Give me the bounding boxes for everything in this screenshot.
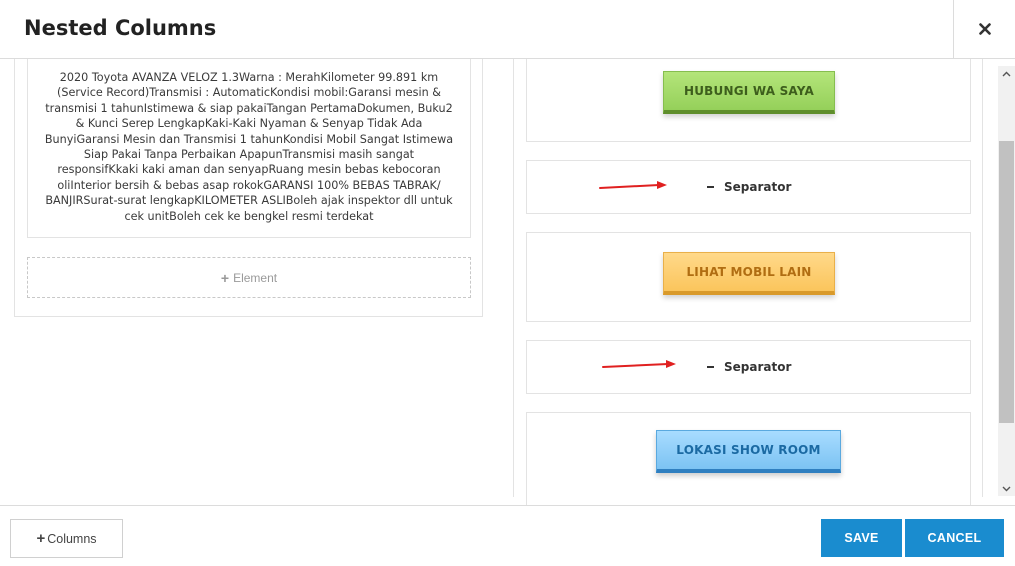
add-element-label: Element <box>233 270 278 285</box>
right-column: HUBUNGI WA SAYA Separator LIHAT MOBIL LA… <box>513 59 983 505</box>
annotation-arrow-icon <box>599 181 667 189</box>
button-element-more-cars[interactable]: LIHAT MOBIL LAIN <box>526 232 971 322</box>
whatsapp-button[interactable]: HUBUNGI WA SAYA <box>663 71 835 114</box>
plus-icon: + <box>36 530 46 547</box>
whatsapp-button-label: HUBUNGI WA SAYA <box>684 84 814 98</box>
separator-label: Separator <box>707 360 791 374</box>
plus-icon: + <box>220 269 230 286</box>
add-element-button[interactable]: + Element <box>27 257 471 298</box>
button-element-showroom[interactable]: LOKASI SHOW ROOM <box>526 412 971 505</box>
minus-icon <box>707 366 714 368</box>
scroll-up-icon[interactable] <box>1002 70 1011 79</box>
close-button[interactable] <box>953 0 1015 58</box>
showroom-button-label: LOKASI SHOW ROOM <box>676 443 821 457</box>
scroll-thumb[interactable] <box>999 141 1014 423</box>
add-columns-label: Columns <box>47 531 97 546</box>
button-element-whatsapp[interactable]: HUBUNGI WA SAYA <box>526 59 971 142</box>
showroom-button[interactable]: LOKASI SHOW ROOM <box>656 430 841 473</box>
separator-text: Separator <box>724 180 792 194</box>
dialog-header: Nested Columns <box>0 0 1015 59</box>
scroll-down-icon[interactable] <box>1002 484 1011 493</box>
vertical-scrollbar[interactable] <box>998 66 1015 496</box>
annotation-arrow-icon <box>602 360 676 368</box>
dialog-title: Nested Columns <box>24 16 217 40</box>
separator-element[interactable]: Separator <box>526 160 971 214</box>
separator-element[interactable]: Separator <box>526 340 971 394</box>
text-element[interactable]: 2020 Toyota AVANZA VELOZ 1.3Warna : Mera… <box>27 59 471 238</box>
add-columns-button[interactable]: + Columns <box>10 519 123 558</box>
left-column: 2020 Toyota AVANZA VELOZ 1.3Warna : Mera… <box>14 59 483 317</box>
separator-text: Separator <box>724 360 792 374</box>
close-icon <box>978 23 991 35</box>
more-cars-button-label: LIHAT MOBIL LAIN <box>686 265 812 279</box>
more-cars-button[interactable]: LIHAT MOBIL LAIN <box>663 252 835 295</box>
dialog-content: 2020 Toyota AVANZA VELOZ 1.3Warna : Mera… <box>0 59 1015 505</box>
dialog-footer: + Columns SAVE CANCEL <box>0 505 1015 566</box>
separator-label: Separator <box>707 180 791 194</box>
minus-icon <box>707 186 714 188</box>
cancel-button[interactable]: CANCEL <box>905 519 1004 557</box>
save-button[interactable]: SAVE <box>821 519 902 557</box>
